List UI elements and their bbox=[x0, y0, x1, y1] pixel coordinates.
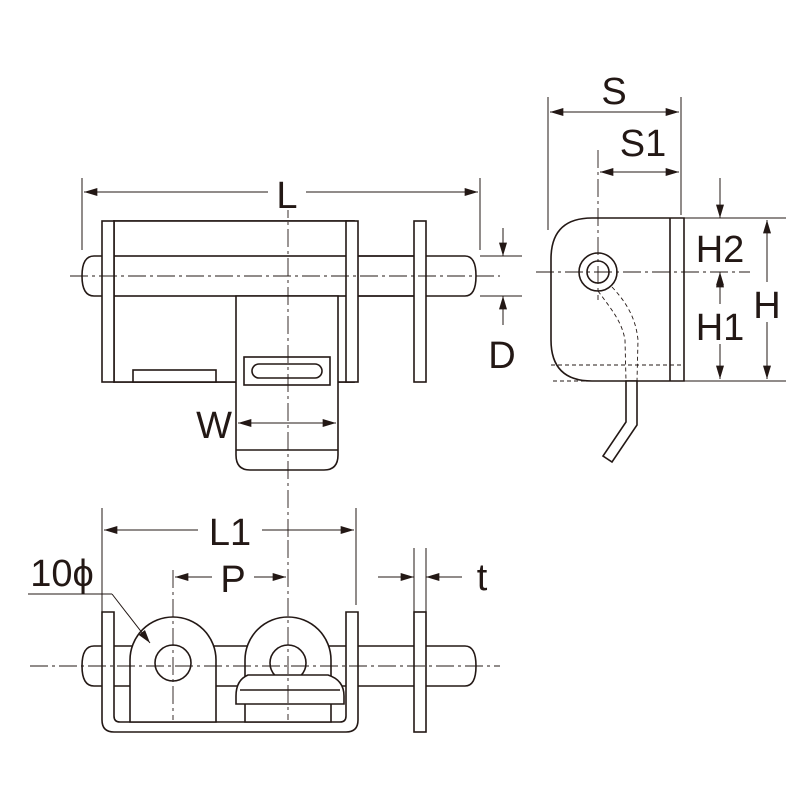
side-body bbox=[550, 217, 685, 382]
dim-H1-label: H1 bbox=[696, 307, 745, 349]
dim-t-label: t bbox=[477, 557, 488, 599]
dim-H2-label: H2 bbox=[696, 229, 745, 271]
side-view: S S1 H2 H1 H bbox=[536, 71, 786, 464]
dim-W-label: W bbox=[196, 405, 232, 447]
dim-hole-leader bbox=[111, 593, 151, 644]
front-body-top-band bbox=[113, 220, 355, 257]
top-base-channel bbox=[101, 611, 359, 733]
front-base-plate bbox=[132, 369, 217, 383]
front-left-flange bbox=[101, 220, 115, 383]
front-slot bbox=[251, 363, 323, 379]
front-right-washer bbox=[413, 220, 427, 383]
dim-D-label: D bbox=[488, 335, 515, 377]
front-middle-flange bbox=[345, 220, 359, 383]
dim-L1-label: L1 bbox=[209, 512, 251, 554]
front-view: L D W bbox=[70, 174, 522, 540]
dim-hole-diameter-label: 10ϕ bbox=[30, 553, 94, 595]
dim-L-label: L bbox=[276, 175, 297, 217]
dim-H-label: H bbox=[753, 285, 780, 327]
dim-S1-label: S1 bbox=[620, 123, 666, 165]
top-view: L1 P t 10ϕ bbox=[28, 508, 500, 733]
side-arm bbox=[601, 380, 638, 464]
dim-S-label: S bbox=[601, 71, 626, 113]
dim-P-label: P bbox=[220, 559, 245, 601]
top-washer bbox=[413, 611, 427, 733]
